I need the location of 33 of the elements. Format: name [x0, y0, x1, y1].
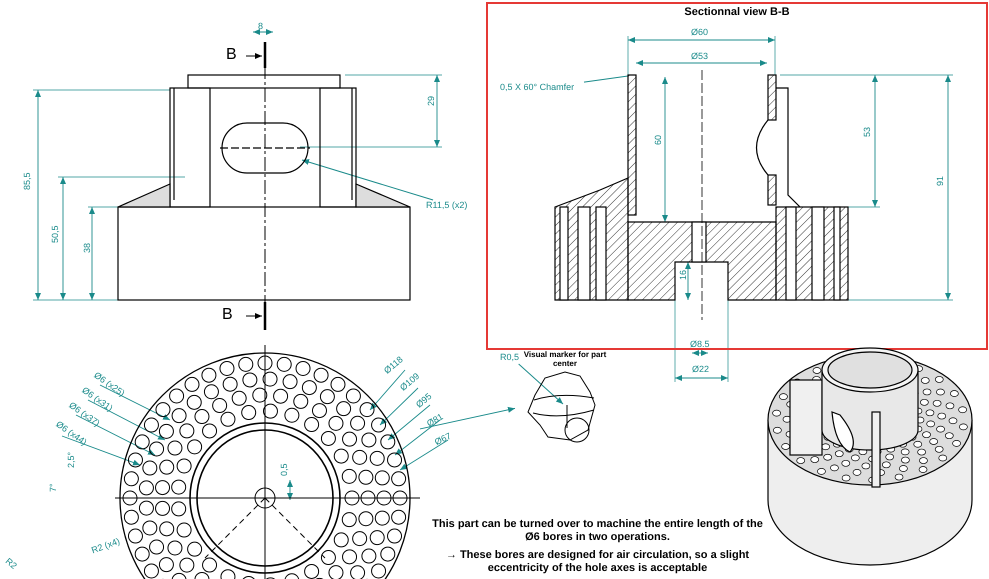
dimension-text: 53	[862, 126, 872, 137]
dimension-text: Ø22	[692, 364, 710, 374]
note-text: This part can be turned over to machine the entire length of the Ø6 bores in two operations.	[431, 518, 764, 544]
dimension-text: R2 (x4)	[90, 536, 122, 556]
dimension-text: Ø67	[433, 430, 453, 448]
dimension-text: 2,5°	[66, 452, 76, 468]
view-title: Sectionnal view B-B	[683, 6, 791, 18]
dimension-text: 8	[258, 21, 264, 31]
callout-text: R0,5	[500, 352, 520, 362]
dimension-text: 85,5	[22, 172, 32, 190]
dimension-text: Ø81	[425, 412, 445, 429]
dimension-text: Ø53	[691, 51, 708, 61]
dimension-text: 7°	[48, 483, 58, 492]
dimension-text: 50,5	[50, 225, 60, 243]
dimension-text: Ø95	[414, 391, 434, 410]
leader-line	[584, 76, 628, 83]
callout-text: 0,5 X 60° Chamfer	[500, 82, 574, 92]
dimension-text: 91	[935, 176, 945, 186]
section-letter: B	[226, 47, 237, 63]
dimension-text: R2	[4, 556, 19, 572]
dimension-text: 16	[678, 270, 688, 280]
dimension-text: 0,5	[279, 463, 289, 476]
dimension-text: 38	[82, 242, 92, 253]
dimension-text: 60	[653, 134, 663, 145]
leader-line	[420, 406, 516, 430]
leader-line	[518, 364, 564, 404]
dimension-text: 29	[426, 96, 436, 106]
note-text: → These bores are designed for air circulation, so a slight eccentricity of the hole axes is acceptable	[444, 549, 750, 575]
callout-text: R11,5 (x2)	[426, 200, 468, 210]
dimension-text: Ø8.5	[690, 339, 710, 349]
leader-line	[302, 159, 434, 200]
dimension-text: Ø60	[691, 27, 708, 37]
section-letter: B	[222, 307, 233, 323]
